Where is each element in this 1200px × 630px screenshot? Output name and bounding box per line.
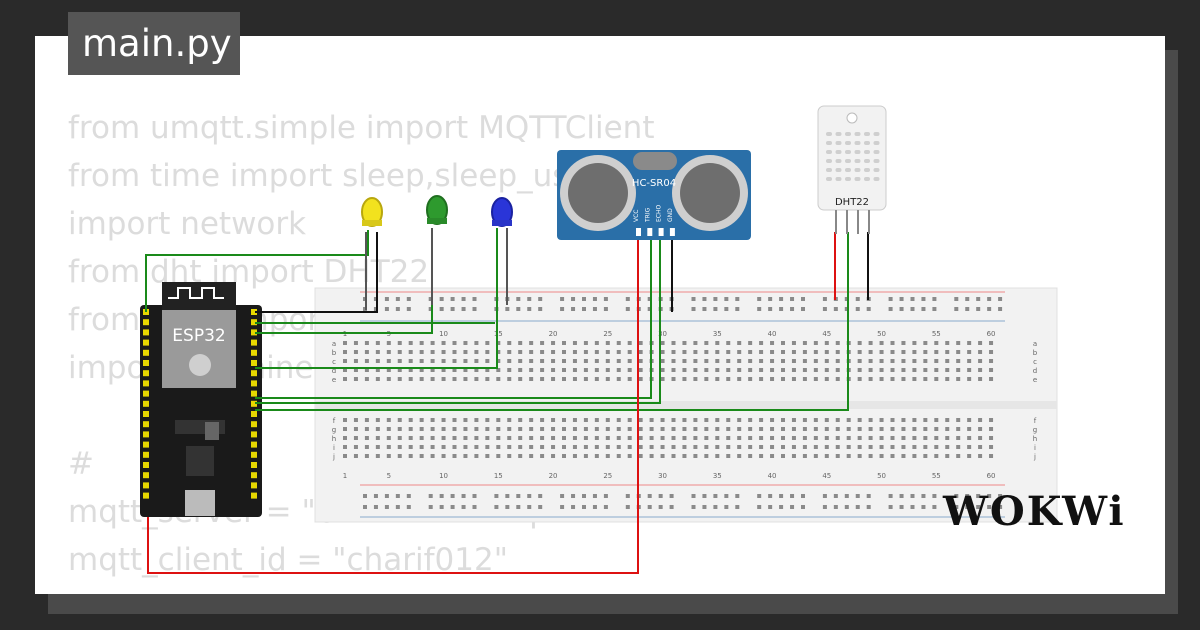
row-letter: g xyxy=(332,426,336,434)
code-line: from umqtt.simple import MQTTClient xyxy=(68,110,655,146)
code-line: import network xyxy=(68,206,307,242)
sensor-label: HC-SR04 xyxy=(632,178,676,189)
card-shadow-bottom xyxy=(48,594,1178,614)
row-letter: a xyxy=(1033,340,1037,348)
code-line: # xyxy=(68,446,94,482)
editor-card: from umqtt.simple import MQTTClient from … xyxy=(35,36,1165,594)
row-letter: a xyxy=(332,340,336,348)
file-tab-main-py[interactable]: main.py xyxy=(68,12,240,75)
sensor-pin-label: TRIG xyxy=(644,207,651,223)
dht-label: DHT22 xyxy=(835,197,869,208)
sensor-pin-label: VCC xyxy=(633,210,640,222)
column-number: 60 xyxy=(987,330,996,338)
row-letter: d xyxy=(332,367,336,375)
led-yellow[interactable] xyxy=(361,197,383,227)
row-letter: c xyxy=(1033,358,1037,366)
column-number: 20 xyxy=(549,330,558,338)
led-blue[interactable] xyxy=(491,197,513,227)
row-letter: e xyxy=(1033,376,1037,384)
row-letter: i xyxy=(1034,444,1036,452)
file-tab-title: main.py xyxy=(82,22,232,65)
card-shadow-right xyxy=(1165,50,1178,614)
row-letter: b xyxy=(1033,349,1038,357)
sensor-pin-label: GND xyxy=(667,208,674,222)
row-letter: f xyxy=(333,417,336,425)
wire-echo xyxy=(255,236,661,404)
wires xyxy=(145,228,869,574)
row-letter: b xyxy=(332,349,337,357)
column-number: 50 xyxy=(877,330,886,338)
column-number: 25 xyxy=(603,472,612,480)
sensor-pin-label: ECHO xyxy=(656,205,663,222)
column-number: 60 xyxy=(987,472,996,480)
column-number: 55 xyxy=(932,330,941,338)
code-line: from time import sleep,sleep_us xyxy=(68,158,569,194)
row-letter: j xyxy=(332,453,335,461)
column-number: 35 xyxy=(713,330,722,338)
column-number: 50 xyxy=(877,472,886,480)
row-letter: g xyxy=(1033,426,1037,434)
column-number: 35 xyxy=(713,472,722,480)
column-number: 55 xyxy=(932,472,941,480)
column-number: 15 xyxy=(494,472,503,480)
wire-vcc xyxy=(147,236,639,574)
column-number: 20 xyxy=(549,472,558,480)
dht22-sensor[interactable]: DHT22 xyxy=(817,105,887,234)
ultrasonic-sensor[interactable]: HC-SR04 VCC TRIG ECHO GND xyxy=(557,150,751,240)
row-letter: c xyxy=(332,358,336,366)
column-number: 30 xyxy=(658,472,667,480)
column-number: 10 xyxy=(439,330,448,338)
row-letter: d xyxy=(1033,367,1037,375)
row-letter: e xyxy=(332,376,336,384)
wokwi-logo: WOKWi xyxy=(943,488,1126,535)
led-green[interactable] xyxy=(426,195,448,225)
column-number: 1 xyxy=(343,472,347,480)
wire-blue-led xyxy=(255,228,498,369)
wire-yellow-led xyxy=(145,230,369,312)
wire-trig xyxy=(255,236,652,399)
esp32-board[interactable]: ESP32 xyxy=(140,282,262,517)
esp32-label: ESP32 xyxy=(172,326,225,346)
column-number: 40 xyxy=(768,472,777,480)
row-letter: h xyxy=(332,435,336,443)
wire-led-ground xyxy=(255,232,378,313)
column-number: 10 xyxy=(439,472,448,480)
column-number: 40 xyxy=(768,330,777,338)
row-letter: f xyxy=(1034,417,1037,425)
wire-dht-data xyxy=(255,232,849,411)
column-number: 45 xyxy=(822,330,831,338)
column-number: 30 xyxy=(658,330,667,338)
row-letter: j xyxy=(1033,453,1036,461)
row-letter: h xyxy=(1033,435,1037,443)
column-number: 5 xyxy=(387,472,391,480)
column-number: 45 xyxy=(822,472,831,480)
column-number: 25 xyxy=(603,330,612,338)
column-number: 15 xyxy=(494,330,503,338)
code-line: mqtt_clie... xyxy=(68,584,654,594)
row-letter: i xyxy=(333,444,335,452)
